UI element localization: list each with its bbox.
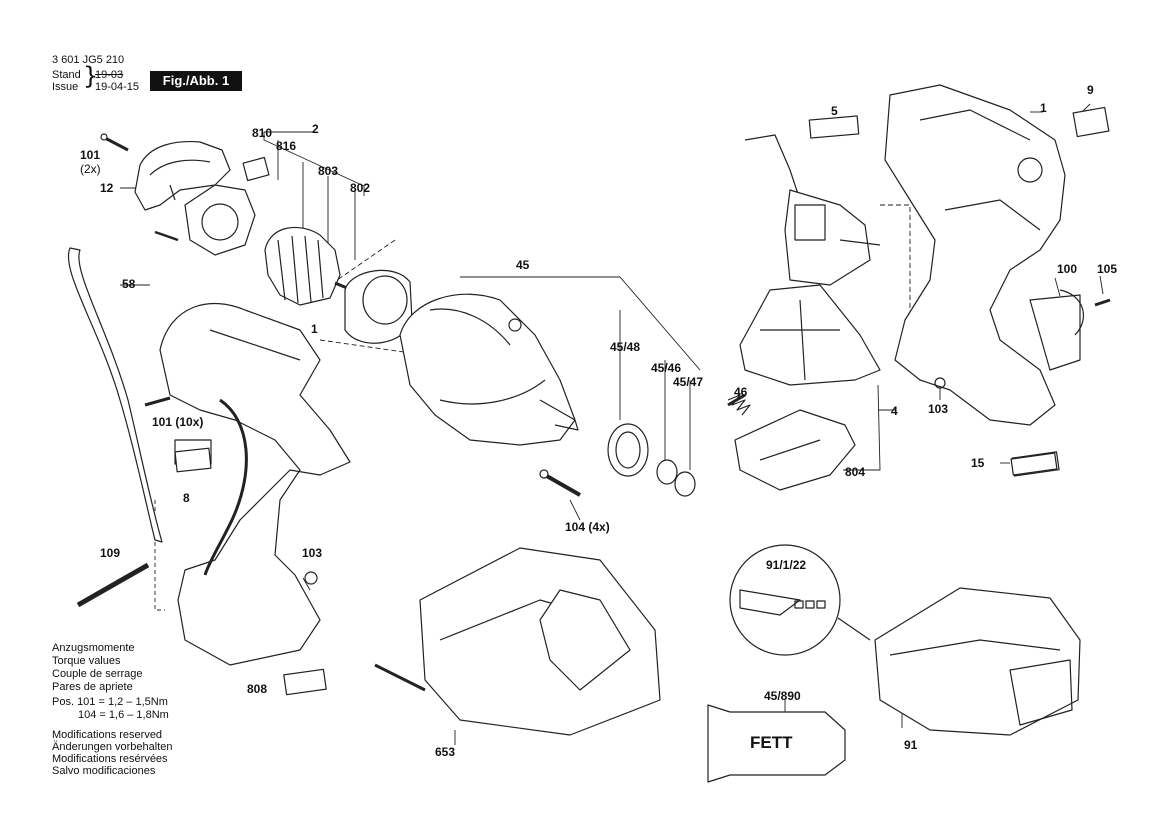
part-label-45-890: 45/890 (764, 689, 801, 703)
part-label-45: 45 (516, 258, 530, 272)
part-label-45-46: 45/46 (651, 361, 682, 375)
modifications-line-4: Salvo modificaciones (52, 765, 156, 777)
grease-tube-icon (707, 704, 846, 783)
gear-cover-icon (134, 141, 231, 211)
part-label-1-right: 1 (1040, 101, 1047, 115)
part-label-91-1-22: 91/1/22 (766, 558, 807, 572)
part-label-58: 58 (122, 277, 136, 291)
torque-pos-101: Pos. 101 = 1,2 – 1,5Nm (52, 696, 168, 708)
part-label-653: 653 (435, 745, 456, 759)
motor-icon (264, 226, 353, 306)
part-label-100: 100 (1057, 262, 1078, 276)
grease-fett-label: FETT (750, 733, 793, 752)
brush-plate-icon (154, 156, 270, 256)
spring-icon (727, 394, 751, 416)
part-label-104-4x: 104 (4x) (565, 520, 610, 534)
part-label-109: 109 (100, 546, 121, 560)
part-label-804: 804 (845, 465, 866, 479)
stand-label: Stand (52, 69, 81, 81)
part-label-810: 810 (252, 126, 273, 140)
bit-icon (76, 562, 150, 608)
torque-pos-104: 104 = 1,6 – 1,8Nm (78, 709, 169, 721)
part-label-816: 816 (276, 139, 297, 153)
part-label-1-left: 1 (311, 322, 318, 336)
part-label-4: 4 (891, 404, 898, 418)
part-label-5: 5 (831, 104, 838, 118)
part-label-91: 91 (904, 738, 918, 752)
part-label-2x: (2x) (80, 162, 101, 176)
part-label-12: 12 (100, 181, 114, 195)
modifications-line-2: Änderungen vorbehalten (52, 741, 173, 753)
battery-icon (729, 544, 1081, 736)
document-number: 3 601 JG5 210 (52, 54, 125, 66)
strap-icon (67, 247, 163, 543)
switch-icon (739, 115, 881, 386)
modifications-line-3: Modifications resérvées (52, 753, 168, 765)
part-label-103-right: 103 (928, 402, 949, 416)
part-label-45-48: 45/48 (610, 340, 641, 354)
part-label-802: 802 (350, 181, 371, 195)
part-label-45-47: 45/47 (673, 375, 704, 389)
screw-icon (539, 469, 581, 497)
part-label-103-left: 103 (302, 546, 323, 560)
part-label-808: 808 (247, 682, 268, 696)
gear-housing-icon (399, 293, 579, 446)
brace-icon: } (83, 62, 99, 90)
part-label-8: 8 (183, 491, 190, 505)
part-label-101: 101 (80, 148, 101, 162)
part-label-105: 105 (1097, 262, 1118, 276)
screw-icon (100, 133, 129, 152)
stand-date: 19-03 (95, 69, 124, 81)
figure-badge: Fig./Abb. 1 (150, 71, 242, 91)
drill-housing-icon (144, 302, 351, 696)
part-label-15: 15 (971, 456, 985, 470)
ring-housing-icon (344, 269, 413, 344)
issue-date: 19-04-15 (95, 81, 140, 93)
battery-plate-icon (727, 393, 856, 491)
part-label-46: 46 (734, 385, 748, 399)
modifications-line-1: Modifications reserved (52, 729, 163, 741)
part-label-101-10x: 101 (10x) (152, 415, 204, 429)
part-label-2: 2 (312, 122, 319, 136)
torque-line-3: Couple de serrage (52, 668, 143, 680)
charger-icon (374, 547, 661, 736)
torque-line-1: Anzugsmomente (52, 642, 135, 654)
anvil-sleeve-icon (607, 423, 696, 497)
torque-line-4: Pares de apriete (52, 681, 133, 693)
drill-housing-half-icon (884, 84, 1111, 477)
part-label-803: 803 (318, 164, 339, 178)
part-label-9: 9 (1087, 83, 1094, 97)
torque-line-2: Torque values (52, 655, 121, 667)
issue-label: Issue (52, 81, 79, 93)
